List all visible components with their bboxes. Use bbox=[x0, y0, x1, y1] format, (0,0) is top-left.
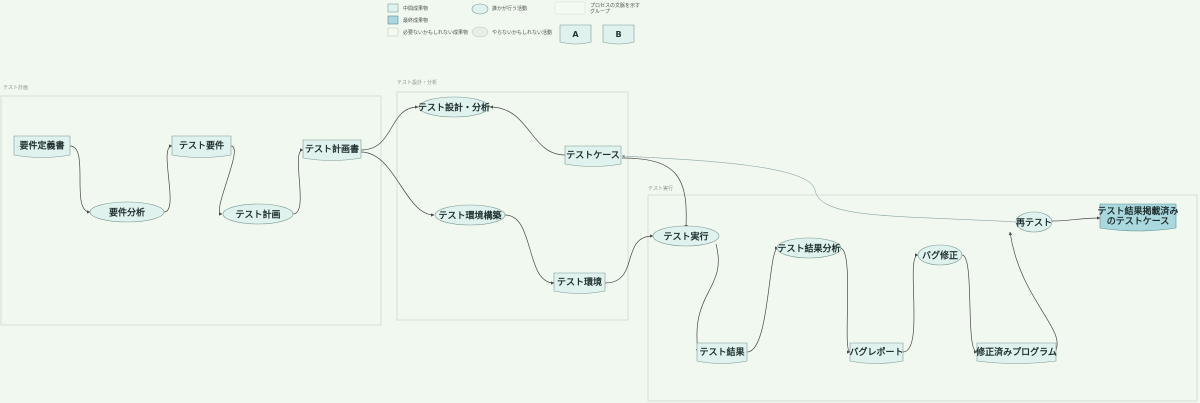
node-test-env-build-label: テスト環境構築 bbox=[438, 210, 502, 222]
node-retest-label: 再テスト bbox=[1016, 218, 1052, 229]
group-test-exec-label: テスト実行 bbox=[648, 185, 673, 192]
legend-activity-swatch bbox=[471, 3, 489, 15]
node-requirements-doc-label: 要件定義書 bbox=[19, 140, 64, 152]
edges bbox=[69, 105, 1101, 354]
node-test-exec[interactable]: テスト実行 bbox=[652, 225, 720, 247]
node-test-case-label: テストケース bbox=[566, 150, 620, 161]
legend-optional-artifact-label: 必要ないかもしれない成果物 bbox=[403, 29, 468, 36]
node-test-planning[interactable]: テスト計画 bbox=[222, 203, 294, 225]
group-test-plan-label: テスト計画 bbox=[3, 84, 28, 91]
node-test-requirements-label: テスト要件 bbox=[179, 140, 224, 152]
node-test-exec-label: テスト実行 bbox=[663, 231, 708, 243]
legend-key-a-shape bbox=[559, 24, 592, 45]
node-requirements-analysis-label: 要件分析 bbox=[109, 207, 145, 219]
node-test-design[interactable]: テスト設計・分析 bbox=[418, 96, 490, 118]
node-final-test-case-label-1: テスト結果掲載済み bbox=[1097, 205, 1178, 217]
legend-key-a-label: A bbox=[572, 30, 579, 39]
legend-intermediate-swatch bbox=[387, 3, 399, 13]
legend-final-label: 最終成果物 bbox=[403, 17, 428, 24]
node-test-requirements[interactable]: テスト要件 bbox=[171, 135, 232, 158]
legend-intermediate-label: 中間成果物 bbox=[403, 5, 428, 12]
group-test-design bbox=[396, 91, 629, 321]
group-test-exec bbox=[647, 194, 1198, 402]
node-requirements-analysis[interactable]: 要件分析 bbox=[89, 201, 165, 223]
node-bug-report-label: バグレポート bbox=[849, 346, 903, 358]
node-test-plan-doc-label: テスト計画書 bbox=[305, 143, 359, 155]
node-retest[interactable]: 再テスト bbox=[1015, 211, 1053, 233]
node-test-result[interactable]: テスト結果 bbox=[696, 342, 748, 364]
node-fixed-program-label: 修正済みプログラム bbox=[975, 346, 1057, 358]
node-test-env-build[interactable]: テスト環境構築 bbox=[434, 204, 506, 226]
legend-group-label-2: グループ bbox=[590, 8, 610, 15]
node-requirements-doc[interactable]: 要件定義書 bbox=[13, 135, 71, 158]
node-final-test-case-label-2: のテストケース bbox=[1107, 216, 1170, 227]
group-test-plan bbox=[0, 95, 382, 326]
legend: 中間成果物 最終成果物 必要ないかもしれない成果物 誰かが行う活動 やらないかも… bbox=[387, 1, 640, 45]
node-bug-report[interactable]: バグレポート bbox=[849, 342, 904, 364]
legend-activity-label: 誰かが行う活動 bbox=[492, 5, 527, 12]
node-test-case[interactable]: テストケース bbox=[564, 145, 622, 167]
legend-optional-activity-label: やらないかもしれない活動 bbox=[492, 29, 552, 36]
node-result-analysis[interactable]: テスト結果分析 bbox=[776, 237, 842, 259]
group-test-design-label: テスト設計・分析 bbox=[397, 79, 437, 86]
node-test-plan-doc[interactable]: テスト計画書 bbox=[302, 139, 362, 161]
legend-final-swatch bbox=[387, 15, 399, 25]
node-bug-fix[interactable]: バグ修正 bbox=[917, 244, 963, 266]
node-test-planning-label: テスト計画 bbox=[235, 209, 280, 221]
legend-key-b-shape bbox=[602, 24, 635, 45]
node-test-env-label: テスト環境 bbox=[557, 276, 602, 288]
node-final-test-case[interactable]: テスト結果掲載済み のテストケース bbox=[1097, 203, 1179, 232]
node-fixed-program[interactable]: 修正済みプログラム bbox=[975, 342, 1057, 364]
node-test-design-label: テスト設計・分析 bbox=[418, 102, 490, 114]
legend-group-label-1: プロセスの文脈を示す bbox=[590, 2, 640, 9]
legend-optional-activity-swatch bbox=[471, 26, 489, 38]
legend-optional-artifact-swatch bbox=[387, 27, 399, 37]
node-bug-fix-label: バグ修正 bbox=[922, 250, 958, 262]
legend-group-swatch bbox=[554, 1, 586, 15]
legend-key-b-label: B bbox=[615, 30, 621, 39]
node-result-analysis-label: テスト結果分析 bbox=[777, 243, 840, 255]
node-test-env[interactable]: テスト環境 bbox=[553, 272, 606, 294]
node-test-result-label: テスト結果 bbox=[699, 346, 745, 358]
